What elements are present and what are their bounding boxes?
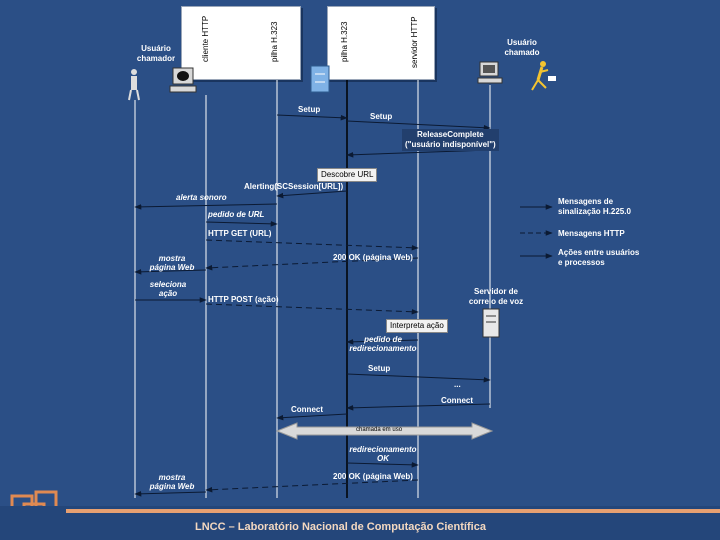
mostra1-line1: mostra <box>158 254 186 263</box>
computer-caller-icon <box>169 67 197 93</box>
mostra2-line1: mostra <box>158 473 186 482</box>
arrow-http-post <box>205 303 419 315</box>
actor-usuario-chamador: Usuário chamador <box>124 44 188 64</box>
arrow-alerta <box>134 203 278 210</box>
arrow-mostra-1 <box>134 269 207 275</box>
footer-bar <box>66 509 720 513</box>
arrow-pedido-red <box>346 339 419 345</box>
header-box-right <box>327 6 435 80</box>
actor-chamado-line1: Usuário <box>507 38 537 47</box>
msg-interpreta-acao: Interpreta ação <box>386 319 448 333</box>
actor-chamador-line2: chamador <box>136 54 176 63</box>
arrow-setup-3 <box>346 373 491 383</box>
msg-pedido-url: pedido de URL <box>208 210 265 219</box>
msg-pedido-redirecionamento: pedido de redirecionamento <box>343 335 423 353</box>
arrow-red-ok <box>346 462 419 468</box>
legend-sig-line1: Mensagens de <box>558 197 614 206</box>
arrow-http-get <box>205 239 419 251</box>
msg-chamada-em-uso: chamada em uso <box>356 427 403 433</box>
seleciona-line2: ação <box>158 289 178 298</box>
arrow-setup-2 <box>346 120 491 131</box>
server-icon <box>482 308 500 338</box>
arrow-connect-left <box>276 413 348 421</box>
msg-descobre-url: Descobre URL <box>317 168 378 182</box>
actor-chamado-line2: chamado <box>504 48 540 57</box>
pedido-red-line2: redirecionamento <box>349 344 417 353</box>
call-in-use-arrow <box>275 422 494 440</box>
msg-200-ok-2: 200 OK (página Web) <box>333 472 413 481</box>
header-box-left <box>181 6 301 80</box>
arrow-pedido-url <box>205 221 278 227</box>
actor-voz-line1: Servidor de <box>473 287 518 296</box>
msg-setup-3: Setup <box>368 364 391 373</box>
actor-usuario-chamado: Usuário chamado <box>490 38 554 58</box>
msg-setup-2: Setup <box>370 112 393 121</box>
msg-seleciona: seleciona ação <box>142 280 194 298</box>
msg-setup-1: Setup <box>298 105 321 114</box>
legend-acoes-line2: e processos <box>558 258 605 267</box>
msg-http-get: HTTP GET (URL) <box>208 229 272 238</box>
legend-acoes-line1: Ações entre usuários <box>558 248 640 257</box>
person-caller-icon <box>128 69 140 101</box>
legend-sig-line2: sinalização H.225.0 <box>558 207 631 216</box>
release-line1: ReleaseComplete <box>417 130 484 139</box>
seleciona-line1: seleciona <box>149 280 187 289</box>
footer-title: LNCC – Laboratório Nacional de Computaçã… <box>195 521 486 533</box>
msg-connect-left: Connect <box>291 405 323 414</box>
msg-mostra-2: mostra página Web <box>144 473 200 491</box>
computer-callee-icon <box>477 61 503 84</box>
msg-alerting: Alerting(SCSession[URL]) <box>244 182 344 191</box>
legend-signalling: Mensagens de sinalização H.225.0 <box>558 197 631 217</box>
legend-actions: Ações entre usuários e processos <box>558 248 639 268</box>
router-icon <box>310 65 330 93</box>
arrow-setup-1 <box>276 114 348 121</box>
mostra2-line2: página Web <box>149 482 195 491</box>
arrow-ok-1 <box>205 257 419 271</box>
actor-chamador-line1: Usuário <box>141 44 171 53</box>
msg-alerta-sonoro: alerta sonoro <box>176 193 227 202</box>
pedido-red-line1: pedido de <box>364 335 402 344</box>
msg-http-post: HTTP POST (ação) <box>208 295 279 304</box>
actor-servidor-voz: Servidor de correio de voz <box>458 287 534 307</box>
msg-connect-right: Connect <box>441 396 473 405</box>
red-ok-line2: OK <box>377 454 389 463</box>
msg-200-ok-1: 200 OK (página Web) <box>333 253 413 262</box>
arrow-mostra-2 <box>134 491 207 497</box>
arrow-connect-right <box>346 403 491 411</box>
running-person-icon <box>531 61 556 91</box>
msg-dots: ... <box>454 380 461 389</box>
msg-redirecionamento-ok: redirecionamento OK <box>343 445 423 463</box>
actor-voz-line2: correio de voz <box>468 297 524 306</box>
release-line2: ("usuário indisponível") <box>405 140 496 149</box>
arrow-ok-2 <box>205 479 419 493</box>
msg-mostra-1: mostra página Web <box>144 254 200 272</box>
arrow-alerting <box>276 190 348 199</box>
red-ok-line1: redirecionamento <box>349 445 417 454</box>
mostra1-line2: página Web <box>149 263 195 272</box>
msg-release-complete: ReleaseComplete ("usuário indisponível") <box>402 129 499 151</box>
legend-http: Mensagens HTTP <box>558 229 625 238</box>
